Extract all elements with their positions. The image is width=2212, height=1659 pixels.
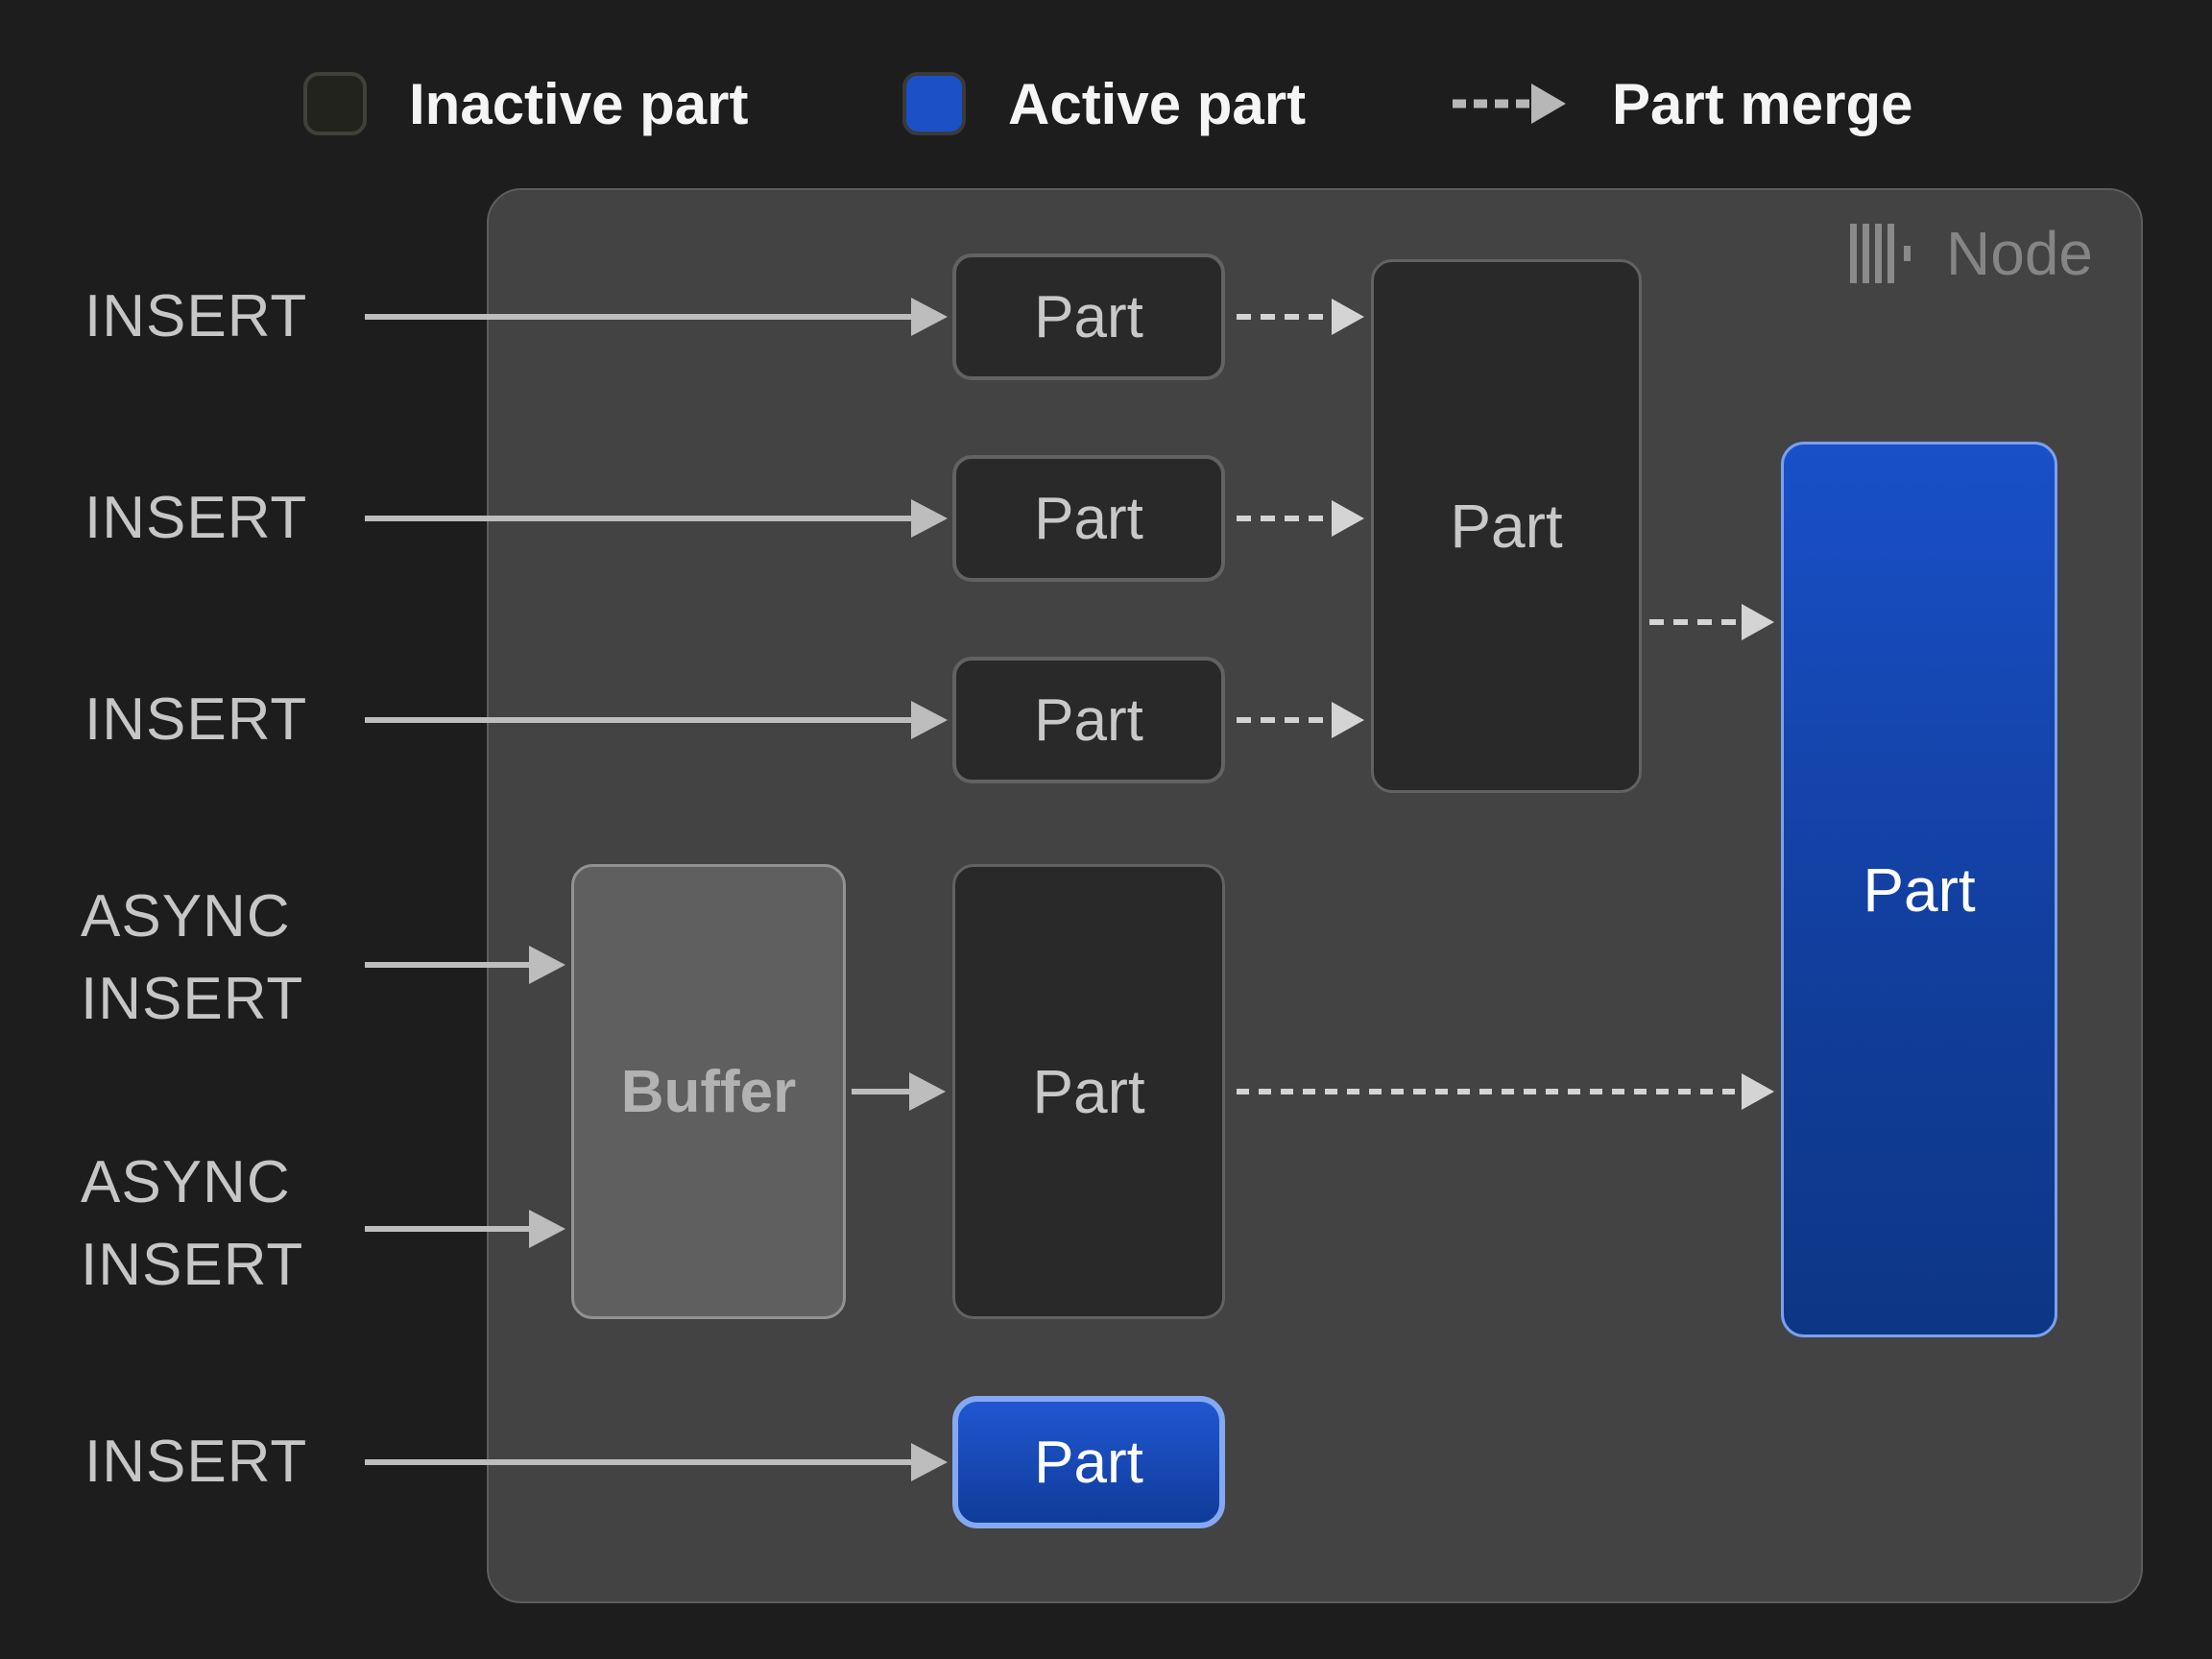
part-box-low: Part — [952, 657, 1225, 783]
insert-label-3: INSERT — [84, 686, 308, 753]
merged-part-label: Part — [1450, 492, 1563, 561]
node-title: Node — [1946, 219, 2093, 288]
insert-label-1: INSERT — [84, 283, 308, 349]
legend-inactive-label: Inactive part — [409, 71, 749, 136]
part-box-middle: Part — [952, 455, 1225, 582]
part-box-top-label: Part — [1034, 283, 1143, 350]
legend-merge-label: Part merge — [1612, 71, 1913, 136]
legend-item-merge: Part merge — [1450, 71, 1913, 136]
part-merge-arrow-icon — [1453, 84, 1566, 124]
insert-label-4: INSERT — [84, 1429, 308, 1495]
legend-item-active: Active part — [902, 71, 1307, 136]
active-part-box-small: Part — [952, 1396, 1225, 1528]
part-box-top: Part — [952, 253, 1225, 380]
async-insert-label-1: ASYNC INSERT — [81, 883, 304, 1032]
legend-active-label: Active part — [1008, 71, 1307, 136]
legend-item-inactive: Inactive part — [303, 71, 749, 136]
active-part-small-label: Part — [1034, 1429, 1143, 1496]
inactive-part-swatch-icon — [303, 72, 367, 135]
node-header: Node — [1850, 220, 2093, 287]
insert-label-2: INSERT — [84, 485, 308, 551]
async-insert-label-2: ASYNC INSERT — [81, 1149, 304, 1298]
async-part-box: Part — [952, 864, 1225, 1319]
part-box-middle-label: Part — [1034, 485, 1143, 552]
active-part-box-large: Part — [1781, 442, 2057, 1337]
clickhouse-logo-icon — [1850, 224, 1911, 283]
active-part-large-label: Part — [1863, 854, 1976, 925]
active-part-swatch-icon — [902, 72, 966, 135]
part-box-low-label: Part — [1034, 686, 1143, 754]
async-part-label: Part — [1032, 1057, 1145, 1126]
buffer-label: Buffer — [620, 1058, 797, 1125]
buffer-box: Buffer — [571, 864, 846, 1319]
merged-part-box: Part — [1371, 259, 1642, 793]
